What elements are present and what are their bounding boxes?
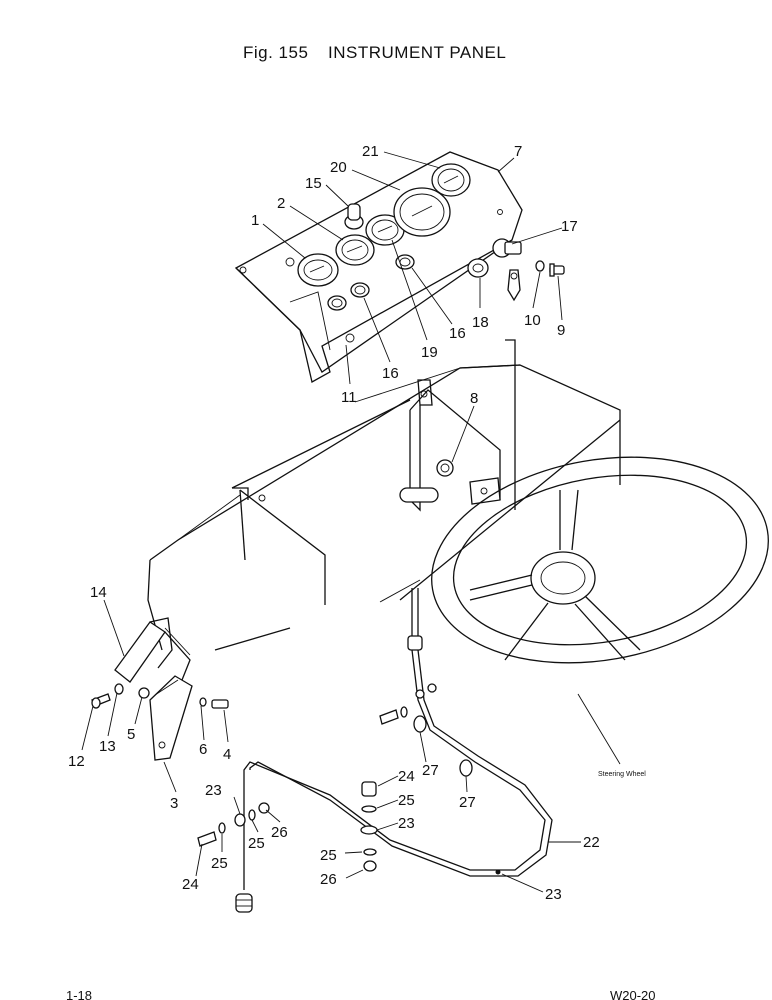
body-fender	[147, 364, 621, 651]
callout: 18	[472, 314, 489, 331]
steering-bracket	[469, 477, 501, 505]
callout: 12	[68, 753, 85, 770]
callout: 15	[305, 175, 322, 192]
callout: 14	[90, 584, 107, 601]
callout: 7	[514, 143, 522, 160]
callout: 17	[561, 218, 578, 235]
callout-numbers: 1 2 15 20 21 7 17 18 10 9 16 19 16 11 8 …	[68, 143, 600, 903]
callout: 19	[421, 344, 438, 361]
instrument-panel-plate	[234, 151, 523, 383]
callout: 24	[398, 768, 415, 785]
washer-bolt-10-9	[535, 260, 565, 277]
steering-wheel-label: Steering Wheel	[598, 771, 646, 778]
callout: 23	[398, 815, 415, 832]
figure-title: INSTRUMENT PANEL	[328, 43, 506, 62]
callout: 25	[320, 847, 337, 864]
callout: 5	[127, 726, 135, 743]
callout: 22	[583, 834, 600, 851]
callout: 23	[205, 782, 222, 799]
dash-support	[399, 339, 516, 512]
gauge-2	[335, 234, 375, 266]
fasteners-left	[91, 683, 229, 709]
callout: 20	[330, 159, 347, 176]
callout: 4	[223, 746, 231, 763]
callout: 21	[362, 143, 379, 160]
fasteners-cable	[197, 683, 437, 872]
callout: 16	[382, 365, 399, 382]
callout: 24	[182, 876, 199, 893]
callout: 23	[545, 886, 562, 903]
callout: 10	[524, 312, 541, 329]
callout: 26	[320, 871, 337, 888]
callout: 16	[449, 325, 466, 342]
callout: 3	[170, 795, 178, 812]
callout: 2	[277, 195, 285, 212]
figure-number: Fig. 155	[243, 43, 308, 62]
gauge-20	[393, 187, 451, 237]
bracket-14	[114, 617, 191, 691]
gauge-1	[297, 253, 339, 287]
footer-page-left: 1-18	[66, 988, 92, 1000]
callout: 6	[199, 741, 207, 758]
callout: 1	[251, 212, 259, 229]
leader-lines	[81, 151, 621, 893]
callout: 27	[422, 762, 439, 779]
callout: 27	[459, 794, 476, 811]
grommet-8	[436, 459, 454, 477]
callout: 11	[341, 389, 357, 406]
cable-22	[235, 588, 553, 913]
knob-18	[467, 258, 489, 278]
callout: 25	[248, 835, 265, 852]
switch-15	[344, 203, 364, 230]
gauge-21	[431, 163, 471, 197]
callout: 13	[99, 738, 116, 755]
callout: 9	[557, 322, 565, 339]
steering-wheel	[431, 456, 769, 664]
callout: 25	[211, 855, 228, 872]
callout: 8	[470, 390, 478, 407]
footer-page-right: W20-20	[610, 988, 656, 1000]
callout: 26	[271, 824, 288, 841]
callout: 25	[398, 792, 415, 809]
relay-3	[149, 675, 193, 761]
key-switch	[492, 238, 522, 302]
